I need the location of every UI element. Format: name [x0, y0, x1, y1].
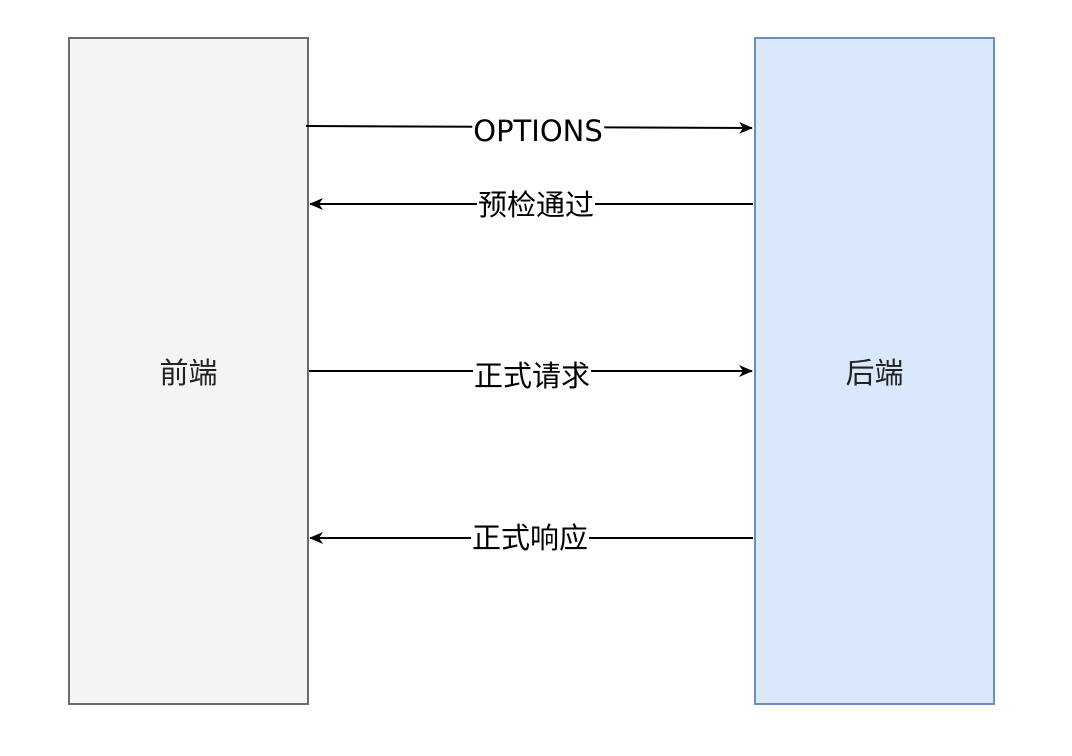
formal-request-label: 正式请求 — [472, 359, 592, 393]
options-label: OPTIONS — [472, 114, 604, 148]
frontend-box: 前端 — [68, 37, 309, 705]
formal-response-label: 正式响应 — [470, 521, 590, 555]
frontend-label: 前端 — [159, 356, 218, 390]
preflight-pass-label: 预检通过 — [476, 188, 596, 222]
backend-box: 后端 — [754, 37, 995, 705]
backend-label: 后端 — [845, 356, 904, 390]
